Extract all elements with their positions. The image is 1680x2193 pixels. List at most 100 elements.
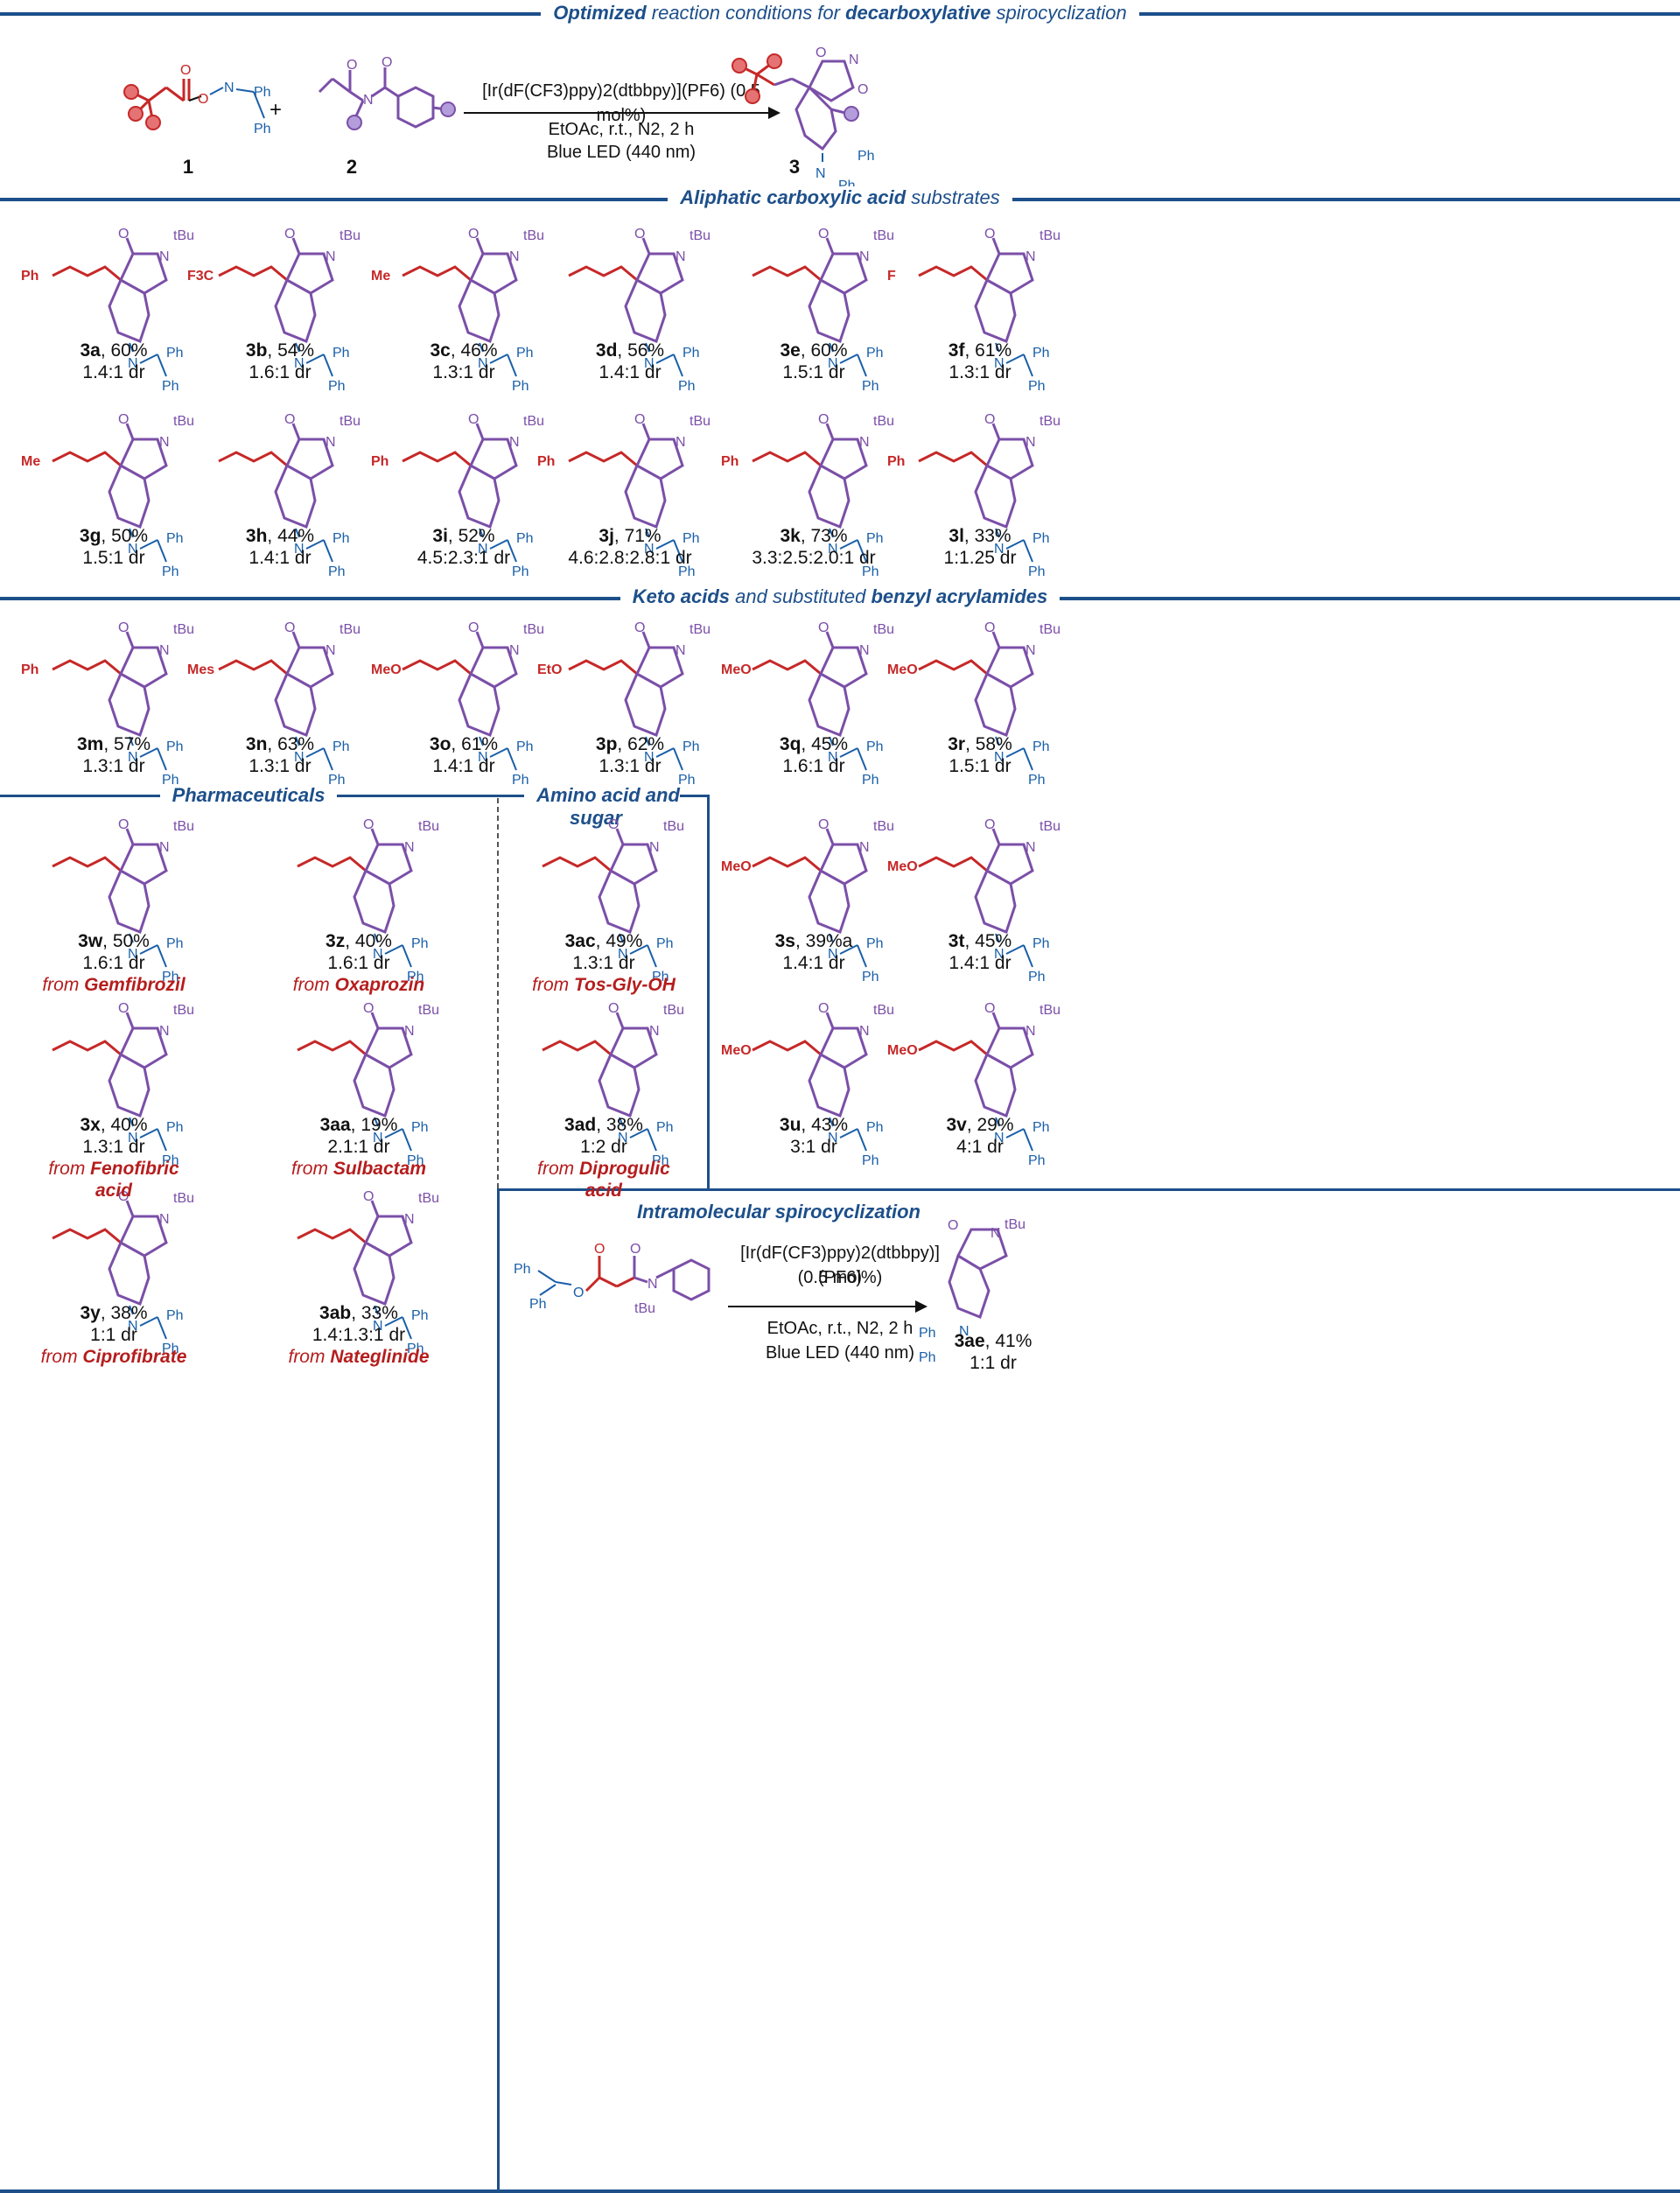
atom-o-3r: O: [984, 620, 995, 635]
label-id: 3g: [79, 526, 102, 546]
svg-text:O: O: [594, 1242, 605, 1257]
label-dr: 1.3:1 dr: [432, 362, 495, 382]
atom-imine-n-3c: N: [478, 356, 488, 371]
label-3o: 3o, 61%1.4:1 dr: [385, 733, 542, 777]
intra-box-top: [497, 1188, 1680, 1191]
label-yield: , 39%a: [794, 931, 853, 951]
atom-n-3ab: N: [404, 1212, 415, 1227]
atom-imine-n-3ad: N: [618, 1131, 628, 1146]
label-3d: 3d, 56%1.4:1 dr: [551, 340, 709, 383]
atom-tbu-3c: tBu: [523, 228, 544, 243]
label-3t: 3t, 45%1.4:1 dr: [901, 930, 1059, 974]
svg-text:N: N: [816, 166, 826, 181]
atom-imine-n-3h: N: [294, 542, 304, 557]
atom-o-3v: O: [984, 1001, 995, 1016]
atom-imine-n-3aa: N: [373, 1131, 383, 1146]
label-dr: 1.4:1 dr: [948, 953, 1012, 973]
atom-n-3m: N: [159, 643, 170, 658]
atom-o-3s: O: [818, 817, 829, 832]
atom-imine-n-3q: N: [828, 750, 838, 765]
atom-n-3h: N: [326, 435, 336, 450]
svg-text:N: N: [648, 1277, 658, 1292]
label-3ae-id: 3ae: [954, 1331, 985, 1351]
atom-ph-a-3u: Ph: [866, 1120, 884, 1135]
atom-ph-a-3aa: Ph: [411, 1120, 429, 1135]
atom-n-3d: N: [676, 249, 686, 264]
label-id: 3ac: [564, 931, 596, 951]
atom-o-3b: O: [284, 227, 295, 242]
label-yield: , 46%: [450, 340, 498, 361]
atom-imine-n-3f: N: [994, 356, 1004, 371]
label-3j: 3j, 71%4.6:2.8:2.8:1 dr: [551, 525, 709, 569]
atom-ph-b-3h: Ph: [328, 564, 346, 579]
atom-imine-n-3s: N: [828, 947, 838, 962]
atom-o-3j: O: [634, 412, 645, 427]
atom-imine-n-3l: N: [994, 542, 1004, 557]
atom-n-3l: N: [1026, 435, 1036, 450]
atom-ph-b-3ac: Ph: [652, 970, 669, 984]
atom-n-3u: N: [859, 1024, 870, 1039]
atom-ph-b-3u: Ph: [862, 1153, 879, 1168]
atom-tbu-3h: tBu: [340, 414, 360, 429]
atom-ph-b-3m: Ph: [162, 773, 179, 788]
atom-tbu-3ab: tBu: [418, 1191, 439, 1206]
substituent-3j: Ph: [537, 454, 555, 469]
atom-ph-a-3l: Ph: [1032, 531, 1050, 546]
atom-o-3a: O: [118, 227, 129, 242]
atom-tbu-3r: tBu: [1040, 622, 1060, 637]
atom-o-3d: O: [634, 227, 645, 242]
substituent-3s: MeO: [721, 859, 752, 874]
atom-tbu-3y: tBu: [173, 1191, 194, 1206]
atom-ph-b-3ad: Ph: [652, 1153, 669, 1168]
atom-tbu-3m: tBu: [173, 622, 194, 637]
atom-ph-b-3v: Ph: [1028, 1153, 1046, 1168]
substituent-3r: MeO: [887, 662, 918, 677]
atom-tbu-3j: tBu: [690, 414, 710, 429]
label-id: 3h: [245, 526, 268, 546]
atom-imine-n-3u: N: [828, 1131, 838, 1146]
atom-tbu-3z: tBu: [418, 819, 439, 834]
label-yield: , 40%: [100, 1115, 148, 1135]
atom-ph-b-3ab: Ph: [407, 1342, 424, 1356]
atom-n-3y: N: [159, 1212, 170, 1227]
label-id: 3s: [774, 931, 795, 951]
atom-ph-b-3y: Ph: [162, 1342, 179, 1356]
substituent-3b: F3C: [187, 269, 214, 284]
atom-ph-b-3l: Ph: [1028, 564, 1046, 579]
intra-conditions-3: EtOAc, r.t., N2, 2 h: [766, 1319, 914, 1338]
label-yield: , 33%: [963, 526, 1012, 546]
svg-text:tBu: tBu: [1004, 1217, 1026, 1232]
label-3f: 3f, 61%1.3:1 dr: [901, 340, 1059, 383]
label-yield: , 62%: [617, 734, 665, 754]
intra-title-text: Intramolecular spirocyclization: [637, 1201, 920, 1223]
section-2-bold-1: Keto acids: [632, 585, 731, 607]
label-id: 3d: [595, 340, 618, 361]
substituent-3q: MeO: [721, 662, 752, 677]
atom-o-3z: O: [363, 817, 374, 832]
atom-ph-a-3e: Ph: [866, 346, 884, 361]
pharma-box-right: [707, 795, 710, 1190]
substituent-3a: Ph: [21, 269, 38, 284]
atom-o-3g: O: [118, 412, 129, 427]
atom-ph-b-3w: Ph: [162, 970, 179, 984]
atom-n-3j: N: [676, 435, 686, 450]
atom-tbu-3q: tBu: [873, 622, 894, 637]
atom-n-3aa: N: [404, 1024, 415, 1039]
intra-reactant-structure: Ph Ph O O O N tBu: [514, 1242, 710, 1316]
